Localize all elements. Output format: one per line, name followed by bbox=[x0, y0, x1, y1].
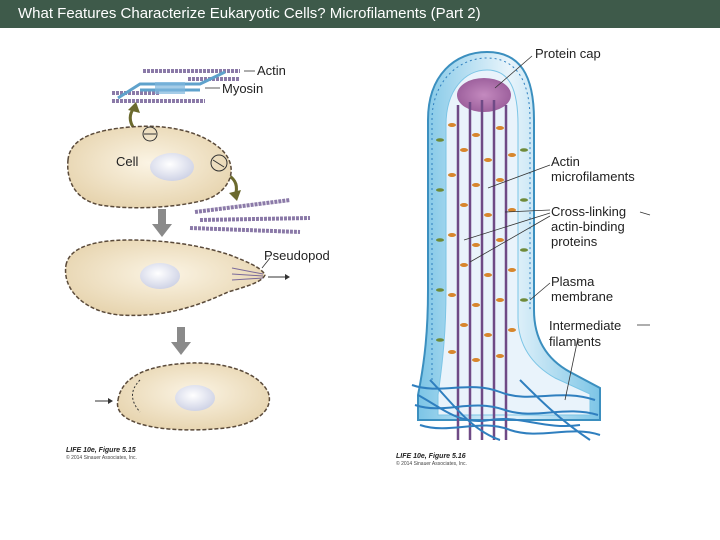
plasma-membrane-label-2: membrane bbox=[551, 289, 613, 304]
cell-label: Cell bbox=[116, 154, 139, 169]
cell-2 bbox=[64, 239, 290, 317]
actin-microfilaments bbox=[456, 100, 508, 440]
protein-cap bbox=[457, 78, 511, 112]
myosin-label: Myosin bbox=[222, 81, 263, 96]
copyright-right: © 2014 Sinauer Associates, Inc. bbox=[396, 460, 467, 467]
crosslinking-label-3: proteins bbox=[551, 234, 598, 249]
pseudopod-label: Pseudopod bbox=[264, 248, 330, 263]
actin-myosin-diagram bbox=[112, 69, 255, 103]
crosslinking-proteins bbox=[448, 123, 516, 362]
actin-microfilaments-label-1: Actin bbox=[551, 154, 580, 169]
protein-cap-label: Protein cap bbox=[535, 46, 601, 61]
intermediate-filaments-label-1: Intermediate bbox=[549, 318, 621, 333]
right-figure: Protein cap Actin microfilaments Cross-l… bbox=[396, 46, 651, 467]
title-bar: What Features Characterize Eukaryotic Ce… bbox=[0, 0, 720, 28]
figure-caption-right: LIFE 10e, Figure 5.16 bbox=[396, 453, 466, 460]
actin-microfilaments-label-2: microfilaments bbox=[551, 169, 635, 184]
actin-label: Actin bbox=[257, 63, 286, 78]
cell-3 bbox=[116, 362, 271, 431]
cell-1 bbox=[66, 125, 232, 209]
plasma-membrane-label-1: Plasma bbox=[551, 274, 595, 289]
loose-actin-filaments bbox=[189, 198, 311, 234]
intermediate-filaments-label-2: filaments bbox=[549, 334, 602, 349]
figure-caption-left: LIFE 10e, Figure 5.15 bbox=[66, 447, 136, 454]
left-figure: Actin Myosin Cell bbox=[64, 63, 330, 461]
nucleus bbox=[150, 153, 194, 181]
nucleus bbox=[175, 385, 215, 411]
leader-lines bbox=[463, 55, 651, 401]
slide-title: What Features Characterize Eukaryotic Ce… bbox=[18, 5, 481, 22]
nucleus bbox=[140, 263, 180, 289]
crosslinking-label-1: Cross-linking bbox=[551, 204, 626, 219]
copyright-left: © 2014 Sinauer Associates, Inc. bbox=[66, 454, 137, 461]
crosslinking-label-2: actin-binding bbox=[551, 219, 625, 234]
